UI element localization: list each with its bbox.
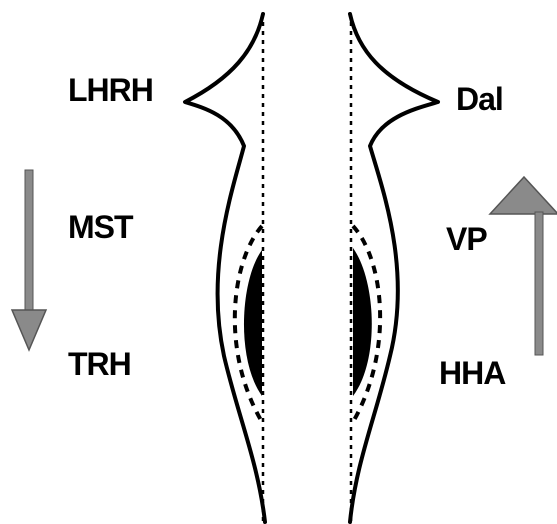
left-black-region bbox=[244, 250, 262, 396]
arrow-up-icon bbox=[490, 177, 557, 355]
label-trh: TRH bbox=[68, 346, 131, 382]
label-dal: Dal bbox=[456, 81, 503, 117]
label-vp: VP bbox=[446, 221, 487, 257]
arrow-down-icon bbox=[12, 170, 46, 350]
label-hha: HHA bbox=[439, 355, 506, 391]
label-lhrh: LHRH bbox=[68, 72, 153, 108]
right-black-region bbox=[353, 248, 372, 396]
label-mst: MST bbox=[68, 209, 134, 245]
right-half-outline bbox=[350, 14, 438, 522]
